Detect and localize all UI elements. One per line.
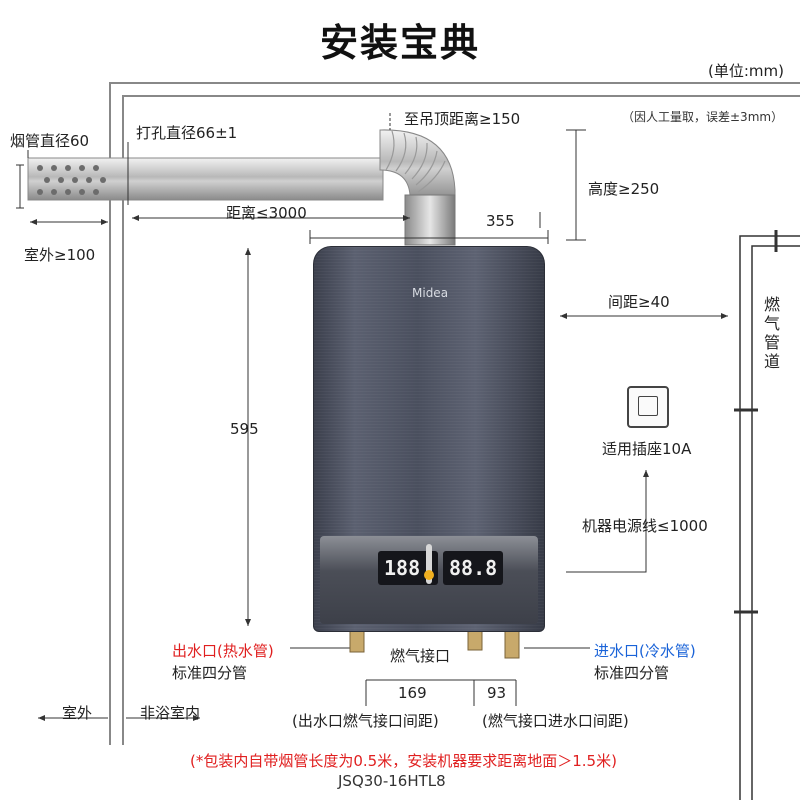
unit-label: (单位:mm)	[708, 62, 784, 80]
socket-label: 适用插座10A	[602, 440, 692, 458]
ceiling-distance-label: 至吊顶距离≥150	[404, 110, 521, 128]
outdoor-label: 室外	[62, 704, 93, 722]
power-socket	[627, 386, 669, 428]
indoor-label: 非浴室内	[140, 704, 201, 722]
bottom-note: (*包装内自带烟管长度为0.5米，安装机器要求距离地面＞1.5米)	[190, 752, 617, 770]
dim-169-label: 169	[398, 684, 427, 702]
outlet-label: 出水口(热水管)	[172, 642, 274, 660]
hole-diameter-label: 打孔直径66±1	[136, 124, 238, 142]
dim-169-desc: (出水口燃气接口间距)	[292, 712, 439, 730]
gas-pipe-line	[734, 230, 800, 800]
height-label: 高度≥250	[588, 180, 660, 198]
water-fittings	[349, 629, 520, 659]
page-title: 安装宝典	[319, 21, 480, 65]
center-slider	[426, 544, 432, 584]
socket-icon	[638, 396, 658, 416]
gas-inlet-label: 燃气接口	[390, 647, 451, 665]
cord-label: 机器电源线≤1000	[582, 517, 708, 535]
width-label: 355	[486, 212, 515, 230]
flue-pipe	[27, 129, 456, 246]
inlet-label: 进水口(冷水管)	[594, 642, 696, 660]
dim-93-desc: (燃气接口进水口间距)	[482, 712, 629, 730]
wall-outline	[109, 82, 800, 745]
gas-pipe-label: 燃气管道	[764, 295, 781, 371]
brand-logo: Midea	[412, 286, 449, 300]
model-label: JSQ30-16HTL8	[338, 772, 446, 790]
outlet-sub-label: 标准四分管	[172, 664, 248, 682]
error-note: （因人工量取，误差±3mm）	[622, 110, 784, 124]
distance-label: 距离≤3000	[226, 204, 307, 222]
flue-diameter-label: 烟管直径60	[10, 132, 90, 150]
height-595-label: 595	[230, 420, 259, 438]
vent-holes	[37, 165, 106, 195]
flame-indicator	[424, 570, 434, 580]
gap-label: 间距≥40	[608, 293, 670, 311]
dim-93-label: 93	[487, 684, 507, 702]
elbow-ribs	[385, 130, 446, 193]
inlet-sub-label: 标准四分管	[594, 664, 670, 682]
outdoor-min-label: 室外≥100	[24, 246, 96, 264]
display-right: 88.8	[443, 551, 503, 585]
